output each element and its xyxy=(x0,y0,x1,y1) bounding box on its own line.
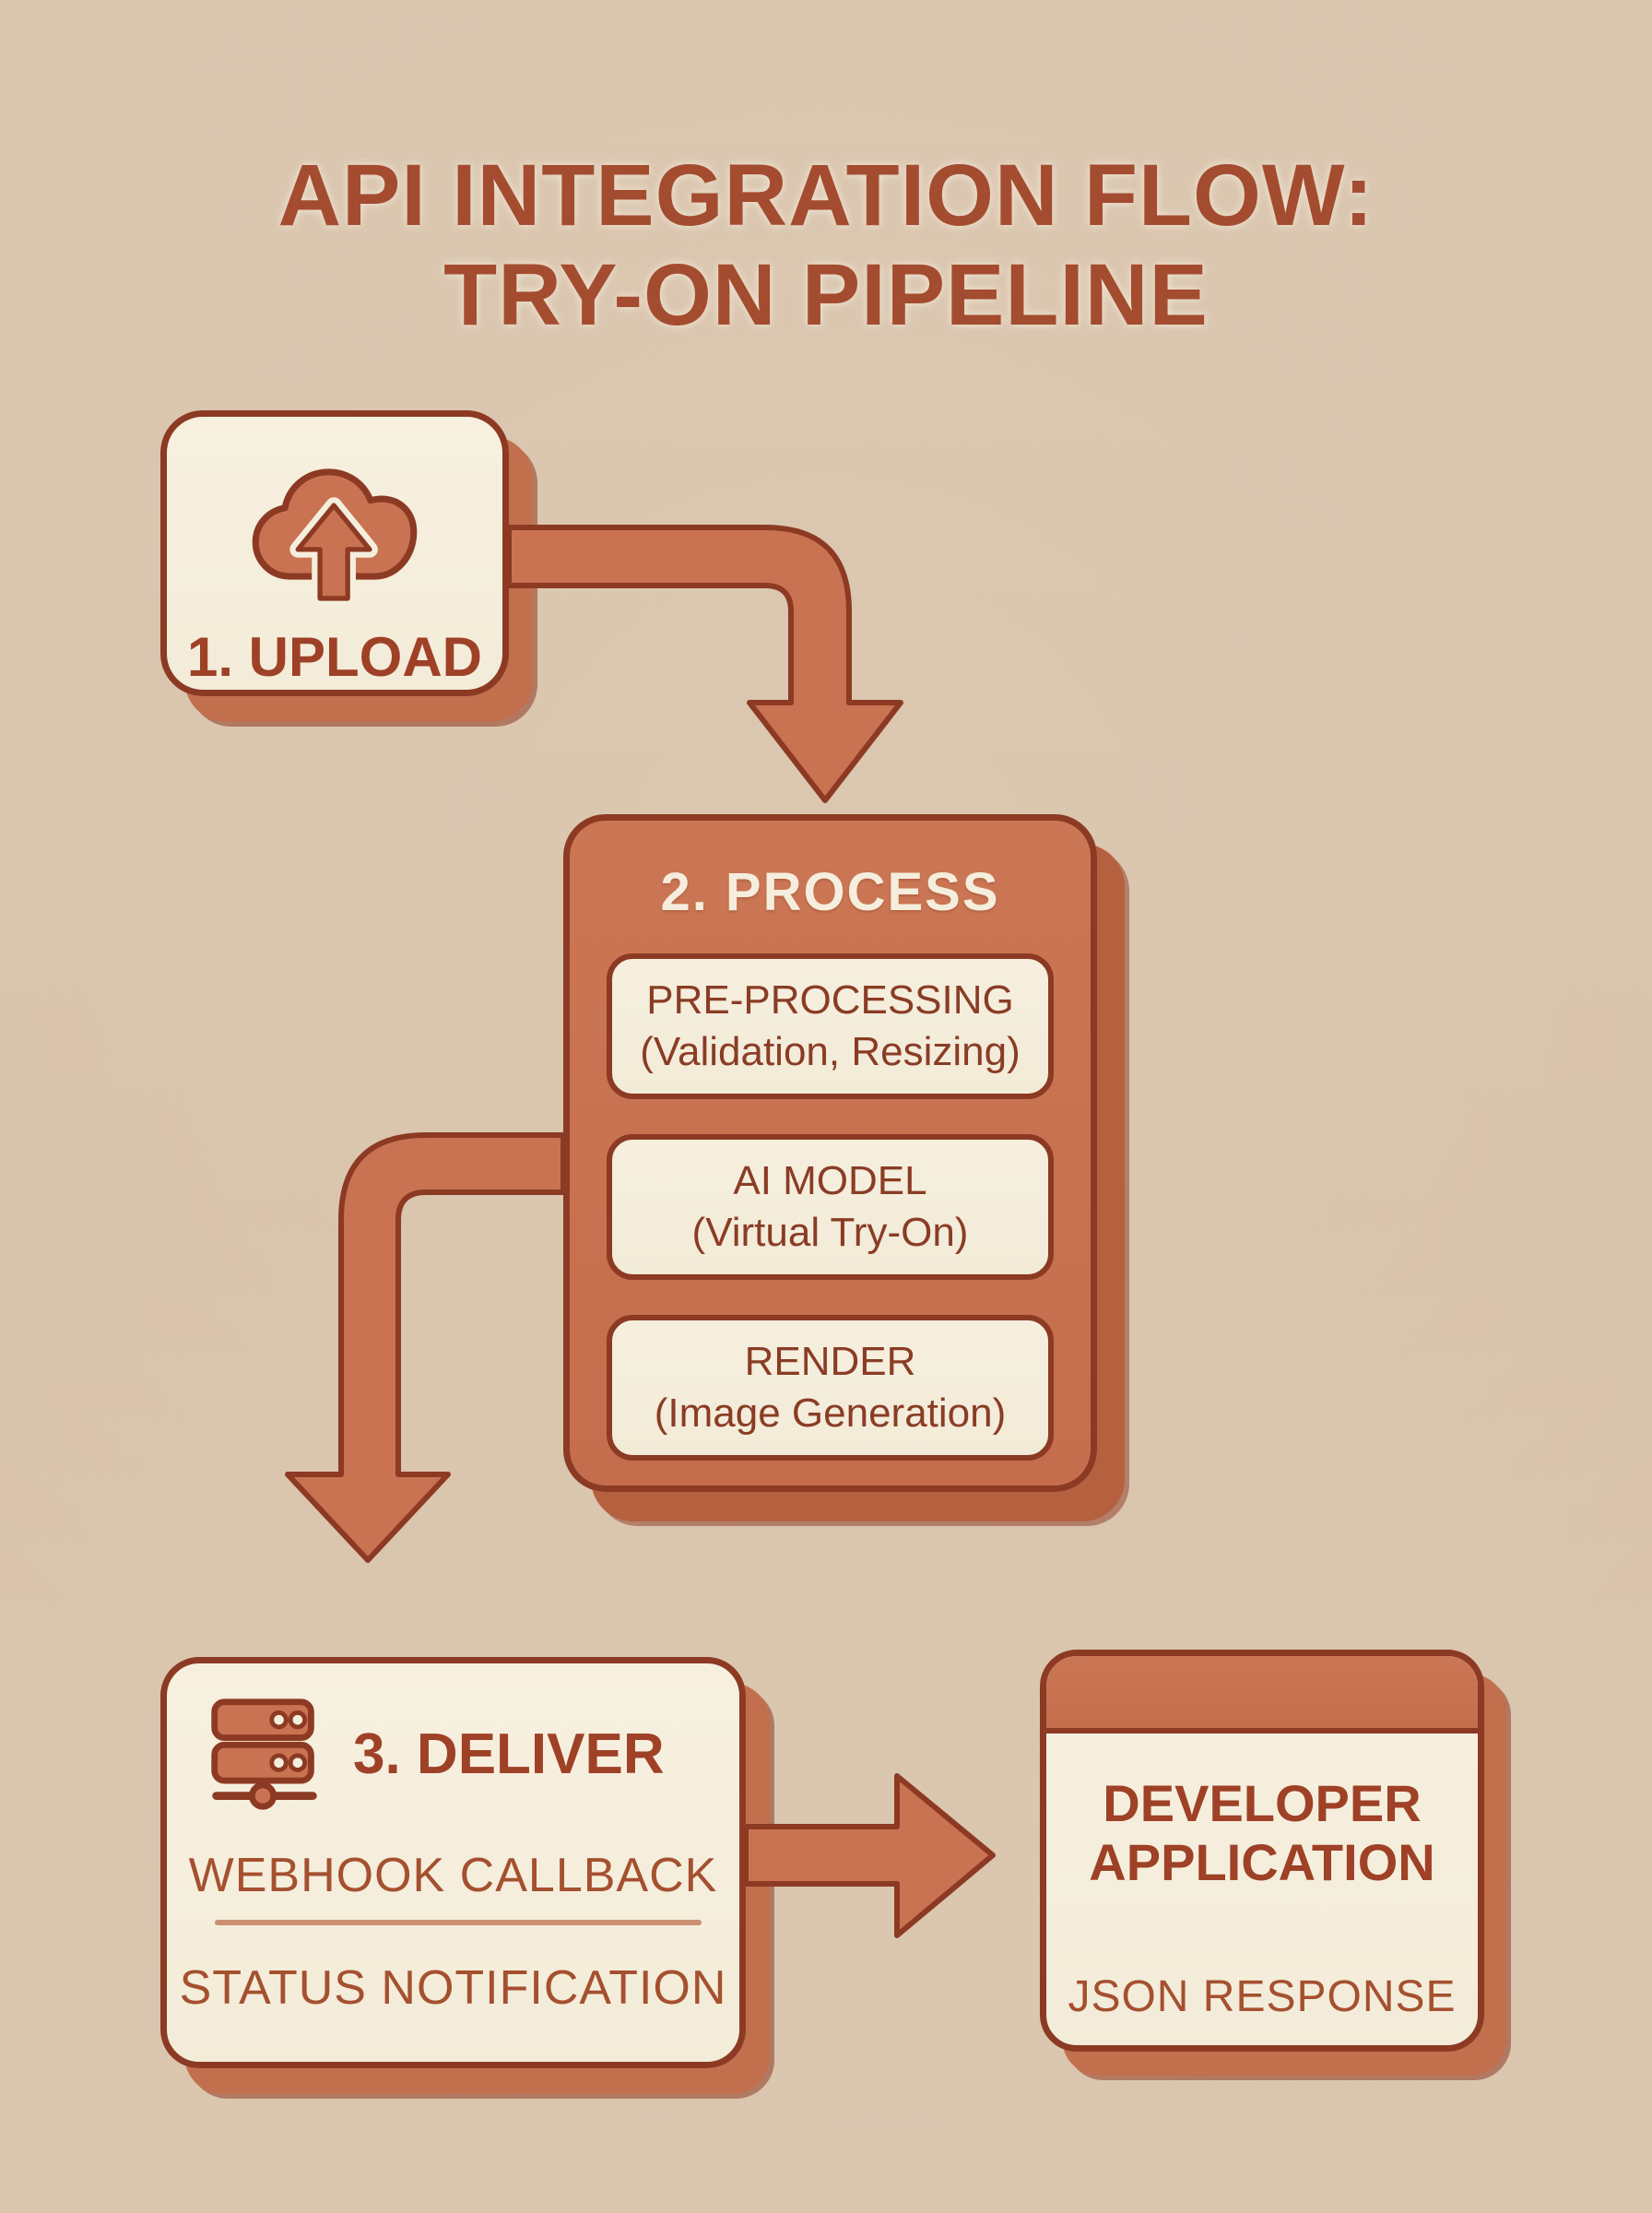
process-node-label: 2. PROCESS xyxy=(660,862,1000,922)
upload-node: 1. UPLOAD xyxy=(160,410,509,696)
process-step-title: AI MODEL xyxy=(733,1158,927,1203)
process-step-subtitle: (Virtual Try-On) xyxy=(691,1210,969,1255)
process-step-subtitle: (Image Generation) xyxy=(654,1391,1007,1436)
upload-node-label: 1. UPLOAD xyxy=(186,626,483,688)
process-step-title: PRE-PROCESSING xyxy=(646,977,1014,1023)
deliver-item-webhook-callback: WEBHOOK CALLBACK xyxy=(188,1849,718,1902)
cloud-upload-icon xyxy=(230,450,439,607)
process-step-preprocessing: PRE-PROCESSING (Validation, Resizing) xyxy=(607,953,1054,1099)
process-step-ai-model: AI MODEL (Virtual Try-On) xyxy=(607,1134,1054,1280)
deliver-item-status-notification: STATUS NOTIFICATION xyxy=(179,1961,727,2015)
developer-application-node: DEVELOPER APPLICATION JSON RESPONSE xyxy=(1040,1650,1484,2052)
deliver-divider xyxy=(215,1920,702,1925)
process-node: 2. PROCESS PRE-PROCESSING (Validation, R… xyxy=(563,814,1097,1492)
deliver-node-label: 3. DELIVER xyxy=(353,1722,665,1786)
server-icon xyxy=(206,1695,324,1813)
process-step-subtitle: (Validation, Resizing) xyxy=(640,1029,1021,1074)
process-step-render: RENDER (Image Generation) xyxy=(607,1315,1054,1461)
deliver-node: 3. DELIVER WEBHOOK CALLBACK STATUS NOTIF… xyxy=(160,1657,746,2068)
developer-item-json-response: JSON RESPONSE xyxy=(1068,1972,1457,2021)
arrow-process-to-deliver-icon xyxy=(285,1132,566,1563)
developer-label-line1: DEVELOPER xyxy=(1103,1774,1422,1832)
developer-label-line2: APPLICATION xyxy=(1089,1833,1435,1891)
deliver-node-header: 3. DELIVER xyxy=(206,1695,665,1813)
arrow-deliver-to-developer-icon xyxy=(743,1773,996,1938)
diagram-title-line1: API INTEGRATION FLOW: xyxy=(277,147,1375,244)
process-step-title: RENDER xyxy=(744,1339,916,1384)
developer-node-label: DEVELOPER APPLICATION xyxy=(1046,1774,1478,1892)
arrow-upload-to-process-icon xyxy=(506,525,903,803)
developer-window-titlebar xyxy=(1046,1656,1478,1734)
diagram-title-line2: TRY-ON PIPELINE xyxy=(443,246,1209,344)
diagram-title: API INTEGRATION FLOW: TRY-ON PIPELINE xyxy=(0,146,1652,345)
